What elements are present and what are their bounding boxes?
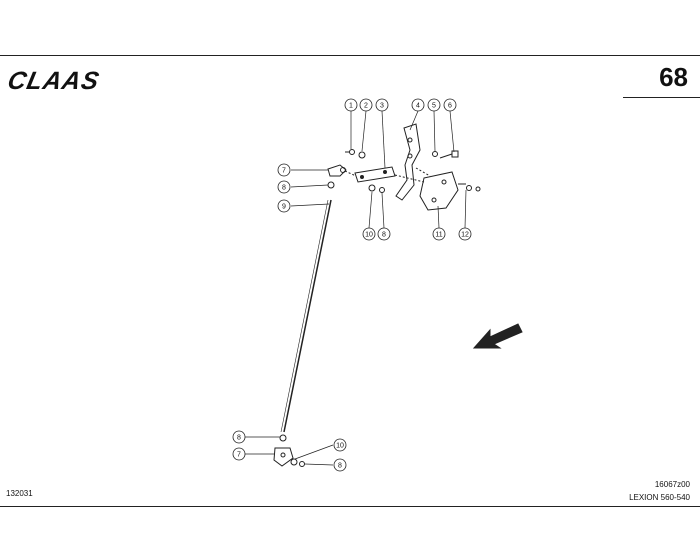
svg-text:2: 2 xyxy=(364,103,368,110)
callout-8d: 8 xyxy=(333,458,347,472)
document-code: 132031 xyxy=(6,489,33,498)
callout-10b: 10 xyxy=(333,438,347,452)
callout-5: 5 xyxy=(427,98,441,112)
callout-2: 2 xyxy=(359,98,373,112)
callout-8: 8 xyxy=(277,180,291,194)
svg-text:8: 8 xyxy=(382,232,386,239)
ball-joint-bottom xyxy=(273,447,294,467)
svg-text:10: 10 xyxy=(365,232,373,239)
svg-text:1: 1 xyxy=(349,103,353,110)
callout-7: 7 xyxy=(277,163,291,177)
callout-4: 4 xyxy=(411,98,425,112)
svg-text:9: 9 xyxy=(282,204,286,211)
threaded-rod xyxy=(280,199,332,433)
svg-text:6: 6 xyxy=(448,103,452,110)
svg-text:3: 3 xyxy=(380,103,384,110)
svg-text:4: 4 xyxy=(416,103,420,110)
callout-6: 6 xyxy=(443,98,457,112)
clamp-block xyxy=(419,171,459,211)
svg-text:11: 11 xyxy=(435,232,442,239)
bolt-part xyxy=(439,150,459,159)
model-name: LEXION 560-540 xyxy=(629,493,690,502)
drawing-code: 16067z00 xyxy=(654,480,690,489)
svg-text:8: 8 xyxy=(282,185,286,192)
small-hardware xyxy=(345,149,481,193)
svg-text:10: 10 xyxy=(336,443,344,450)
mounting-bracket xyxy=(395,123,421,201)
header-rule xyxy=(623,97,700,98)
callout-11: 11 xyxy=(432,227,446,241)
svg-text:5: 5 xyxy=(432,103,436,110)
callout-8c: 8 xyxy=(232,430,246,444)
page-number: 68 xyxy=(659,62,688,92)
callout-3: 3 xyxy=(375,98,389,112)
callout-1: 1 xyxy=(344,98,358,112)
callout-12: 12 xyxy=(458,227,472,241)
svg-text:8: 8 xyxy=(338,463,342,470)
lever-part xyxy=(354,166,396,183)
ball-joint-top xyxy=(327,164,347,177)
svg-text:8: 8 xyxy=(237,435,241,442)
callout-9: 9 xyxy=(277,199,291,213)
svg-text:7: 7 xyxy=(237,452,241,459)
drawing-info: 16067z00 LEXION 560-540 xyxy=(629,478,690,504)
callout-8b: 8 xyxy=(377,227,391,241)
direction-arrow-icon xyxy=(472,323,523,349)
svg-text:7: 7 xyxy=(282,168,286,175)
callout-10: 10 xyxy=(362,227,376,241)
drawing-sheet xyxy=(0,55,700,507)
callout-7b: 7 xyxy=(232,447,246,461)
svg-text:12: 12 xyxy=(461,232,469,239)
